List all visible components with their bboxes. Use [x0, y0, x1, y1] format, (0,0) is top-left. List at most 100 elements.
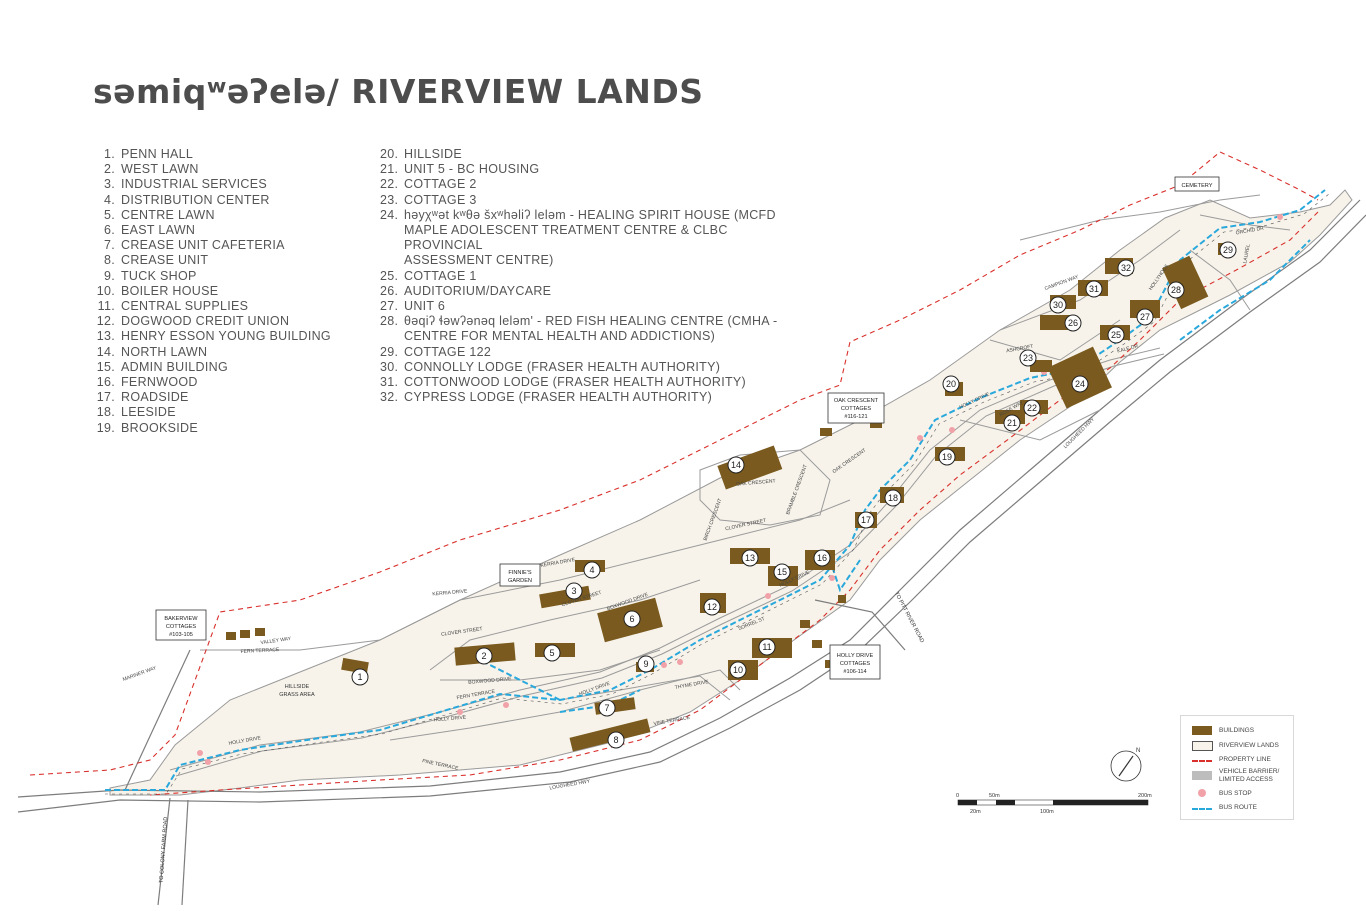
bakerview-box: [155, 609, 207, 641]
legend-label: UNIT 6: [404, 299, 446, 314]
building-marker-16[interactable]: 16: [813, 549, 831, 567]
building: [1030, 360, 1052, 372]
building-marker-28[interactable]: 28: [1167, 281, 1185, 299]
legend-num: 14.: [96, 344, 115, 359]
building-marker-11[interactable]: 11: [758, 638, 776, 656]
oak-crescent-box: [827, 392, 885, 424]
building: [255, 628, 265, 636]
building-marker-20[interactable]: 20: [942, 375, 960, 393]
bus-stop: [1277, 214, 1283, 220]
bus-stop: [949, 427, 955, 433]
barrier-swatch: [1192, 771, 1212, 780]
street-label: BOXWOOD DRIVE: [468, 676, 512, 686]
legend-num: 3.: [103, 177, 115, 192]
building-marker-10[interactable]: 10: [729, 661, 747, 679]
bus-stop: [677, 659, 683, 665]
building-marker-26[interactable]: 26: [1064, 314, 1082, 332]
building: [838, 595, 846, 603]
marker-number: 19: [942, 452, 952, 462]
legend-num: 10.: [96, 283, 115, 298]
building-marker-9[interactable]: 9: [637, 655, 655, 673]
building: [800, 620, 810, 628]
building-marker-22[interactable]: 22: [1023, 399, 1041, 417]
legend-num: 22.: [380, 177, 399, 192]
marker-number: 7: [604, 703, 609, 713]
legend-item: 28.θəqiʔ ɬəwʔənəq leləm' - RED FISH HEAL…: [380, 314, 800, 329]
legend-item: 2.WEST LAWN: [96, 162, 331, 177]
marker-circle: [938, 448, 956, 466]
building-marker-27[interactable]: 27: [1136, 308, 1154, 326]
buildings-swatch: [1192, 726, 1212, 735]
building-marker-19[interactable]: 19: [938, 448, 956, 466]
marker-circle: [1136, 308, 1154, 326]
building: [226, 632, 236, 640]
legend-num: 24.: [380, 207, 399, 222]
marker-circle: [565, 582, 583, 600]
legend-item: 8.CREASE UNIT: [96, 253, 331, 268]
legend-item: MAPLE ADOLESCENT TREATMENT CENTRE & CLBC…: [380, 223, 800, 253]
marker-circle: [727, 456, 745, 474]
legend-num: 1.: [103, 147, 115, 161]
building-marker-29[interactable]: 29: [1219, 241, 1237, 259]
marker-circle: [703, 598, 721, 616]
legend-label: CENTRE LAWN: [121, 207, 215, 222]
legend-num: 16.: [96, 375, 115, 390]
marker-number: 28: [1171, 285, 1181, 295]
marker-number: 11: [762, 642, 771, 652]
legend-num: 4.: [103, 192, 115, 207]
street-label: HOLLY DRIVE: [433, 715, 467, 724]
building-marker-30[interactable]: 30: [1049, 296, 1067, 314]
legend-item: 32.CYPRESS LODGE (FRASER HEALTH AUTHORIT…: [380, 390, 800, 405]
marker-circle: [475, 647, 493, 665]
building-marker-3[interactable]: 3: [565, 582, 583, 600]
legend-label: COTTAGE 2: [404, 177, 477, 192]
legend-num: 15.: [96, 359, 115, 374]
building-marker-31[interactable]: 31: [1085, 280, 1103, 298]
callout-text: CEMETERY FINNIE'S GARDEN BAKERVIEW COTTA…: [164, 183, 1212, 675]
building-marker-7[interactable]: 7: [598, 699, 616, 717]
legend-label: ADMIN BUILDING: [121, 359, 228, 374]
building-markers[interactable]: 1234567891011121314151617181920212223242…: [351, 241, 1237, 749]
oak-crescent-label-2: COTTAGES: [841, 406, 872, 412]
building-marker-32[interactable]: 32: [1117, 259, 1135, 277]
marker-number: 10: [733, 665, 743, 675]
finnies-garden-box: [499, 563, 541, 587]
building-marker-15[interactable]: 15: [773, 563, 791, 581]
building-marker-14[interactable]: 14: [727, 456, 745, 474]
marker-circle: [607, 731, 625, 749]
building-marker-23[interactable]: 23: [1019, 349, 1037, 367]
marker-circle: [543, 644, 561, 662]
building: [1040, 315, 1070, 330]
building-marker-2[interactable]: 2: [475, 647, 493, 665]
marker-circle: [758, 638, 776, 656]
legend-item: 31.COTTONWOOD LODGE (FRASER HEALTH AUTHO…: [380, 375, 800, 390]
bus-stop-swatch: [1198, 789, 1206, 797]
building-marker-4[interactable]: 4: [583, 561, 601, 579]
oak-crescent-label-3: #116-121: [844, 414, 867, 420]
building-marker-5[interactable]: 5: [543, 644, 561, 662]
bus-stop: [457, 709, 463, 715]
map-title: səmiqʷəʔelə/ RIVERVIEW LANDS: [93, 72, 704, 111]
building: [820, 428, 832, 436]
hillside-grass-label-1: HILLSIDE: [285, 684, 310, 690]
building-marker-25[interactable]: 25: [1107, 326, 1125, 344]
building-marker-13[interactable]: 13: [741, 549, 759, 567]
legend-label: EAST LAWN: [121, 223, 196, 238]
marker-number: 12: [707, 602, 717, 612]
building-marker-12[interactable]: 12: [703, 598, 721, 616]
building-marker-24[interactable]: 24: [1071, 375, 1089, 393]
legend-label: UNIT 5 - BC HOUSING: [404, 162, 540, 177]
marker-number: 3: [571, 586, 576, 596]
building-marker-18[interactable]: 18: [884, 489, 902, 507]
building-marker-17[interactable]: 17: [857, 511, 875, 529]
building-marker-6[interactable]: 6: [623, 610, 641, 628]
building-marker-1[interactable]: 1: [351, 668, 369, 686]
legend-item: 29.COTTAGE 122: [380, 345, 800, 360]
marker-number: 23: [1023, 353, 1033, 363]
building-marker-8[interactable]: 8: [607, 731, 625, 749]
building-marker-21[interactable]: 21: [1003, 414, 1021, 432]
legend-label: LEESIDE: [121, 405, 176, 420]
oak-crescent-label-1: OAK CRESCENT: [834, 398, 879, 404]
